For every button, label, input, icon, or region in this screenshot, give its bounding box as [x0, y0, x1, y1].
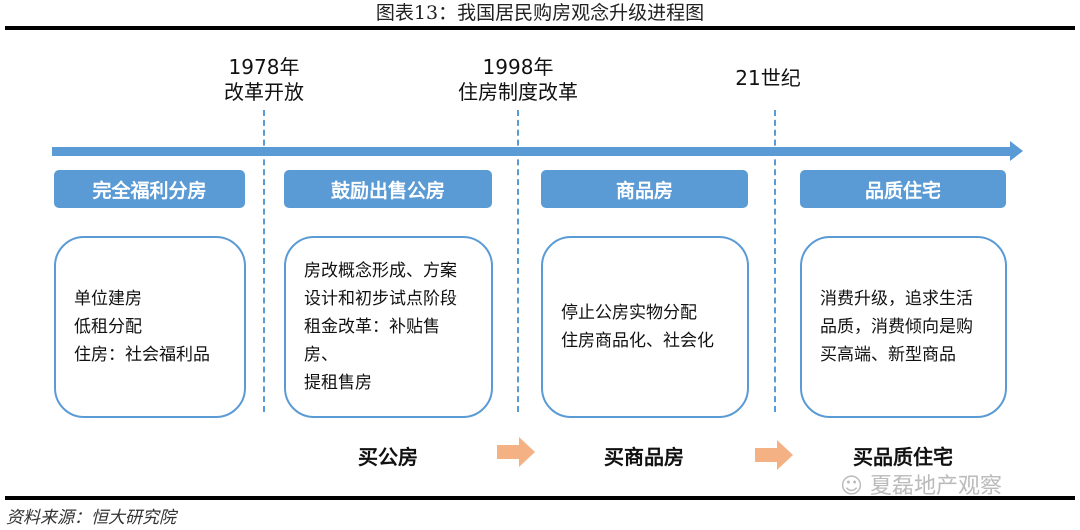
divider-line: [774, 110, 776, 412]
buy-public-housing: 买公房: [358, 445, 418, 469]
figure-title: 图表13：我国居民购房观念升级进程图: [375, 2, 705, 24]
stage-header: 商品房: [541, 170, 748, 208]
card-line: 住房：社会福利品: [74, 345, 210, 365]
timeline-arrowhead-icon: [1010, 141, 1023, 161]
wechat-icon: ☺: [840, 474, 870, 499]
bottom-rule: [5, 496, 1075, 500]
card-line: 住房商品化、社会化: [561, 331, 714, 351]
stage-card: 房改概念形成、方案设计和初步试点阶段租金改革：补贴售房、提租售房: [284, 236, 493, 418]
card-line: 买高端、新型商品: [820, 345, 956, 365]
card-line: 单位建房: [74, 289, 142, 309]
milestone-event: 住房制度改革: [458, 80, 578, 104]
milestone-year: 21世纪: [735, 66, 801, 90]
buy-quality-housing: 买品质住宅: [853, 445, 953, 469]
top-rule: [5, 26, 1075, 30]
card-line: 低租分配: [74, 317, 142, 337]
card-line: 提租售房: [304, 373, 372, 393]
milestone-event: 改革开放: [224, 80, 304, 104]
milestone-21c: 21世纪: [668, 66, 868, 91]
card-line: 品质，消费倾向是购: [820, 317, 973, 337]
watermark: ☺ 夏磊地产观察: [840, 468, 1002, 500]
right-arrow-icon: [755, 440, 793, 470]
divider-line: [517, 110, 519, 412]
stage-card: 单位建房低租分配住房：社会福利品: [54, 236, 246, 418]
stage-card: 停止公房实物分配住房商品化、社会化: [541, 236, 749, 418]
timeline-axis: [52, 147, 1012, 156]
card-line: 租金改革：补贴售房、: [304, 317, 440, 365]
card-line: 房改概念形成、方案: [304, 261, 457, 281]
divider-line: [263, 110, 265, 412]
milestone-year: 1978年: [228, 55, 300, 79]
milestone-1978: 1978年改革开放: [164, 55, 364, 105]
stage-header: 品质住宅: [800, 170, 1006, 208]
watermark-text: 夏磊地产观察: [869, 474, 1002, 499]
right-arrow-icon: [497, 437, 535, 467]
card-line: 停止公房实物分配: [561, 303, 697, 323]
stage-card: 消费升级，追求生活品质，消费倾向是购买高端、新型商品: [800, 236, 1007, 418]
source-note: 资料来源：恒大研究院: [6, 508, 176, 528]
milestone-1998: 1998年住房制度改革: [418, 55, 618, 105]
buy-commercial-housing: 买商品房: [604, 445, 684, 469]
milestone-year: 1998年: [482, 55, 554, 79]
card-line: 设计和初步试点阶段: [304, 289, 457, 309]
stage-header: 完全福利分房: [54, 170, 245, 208]
stage-header: 鼓励出售公房: [284, 170, 492, 208]
card-line: 消费升级，追求生活: [820, 289, 973, 309]
